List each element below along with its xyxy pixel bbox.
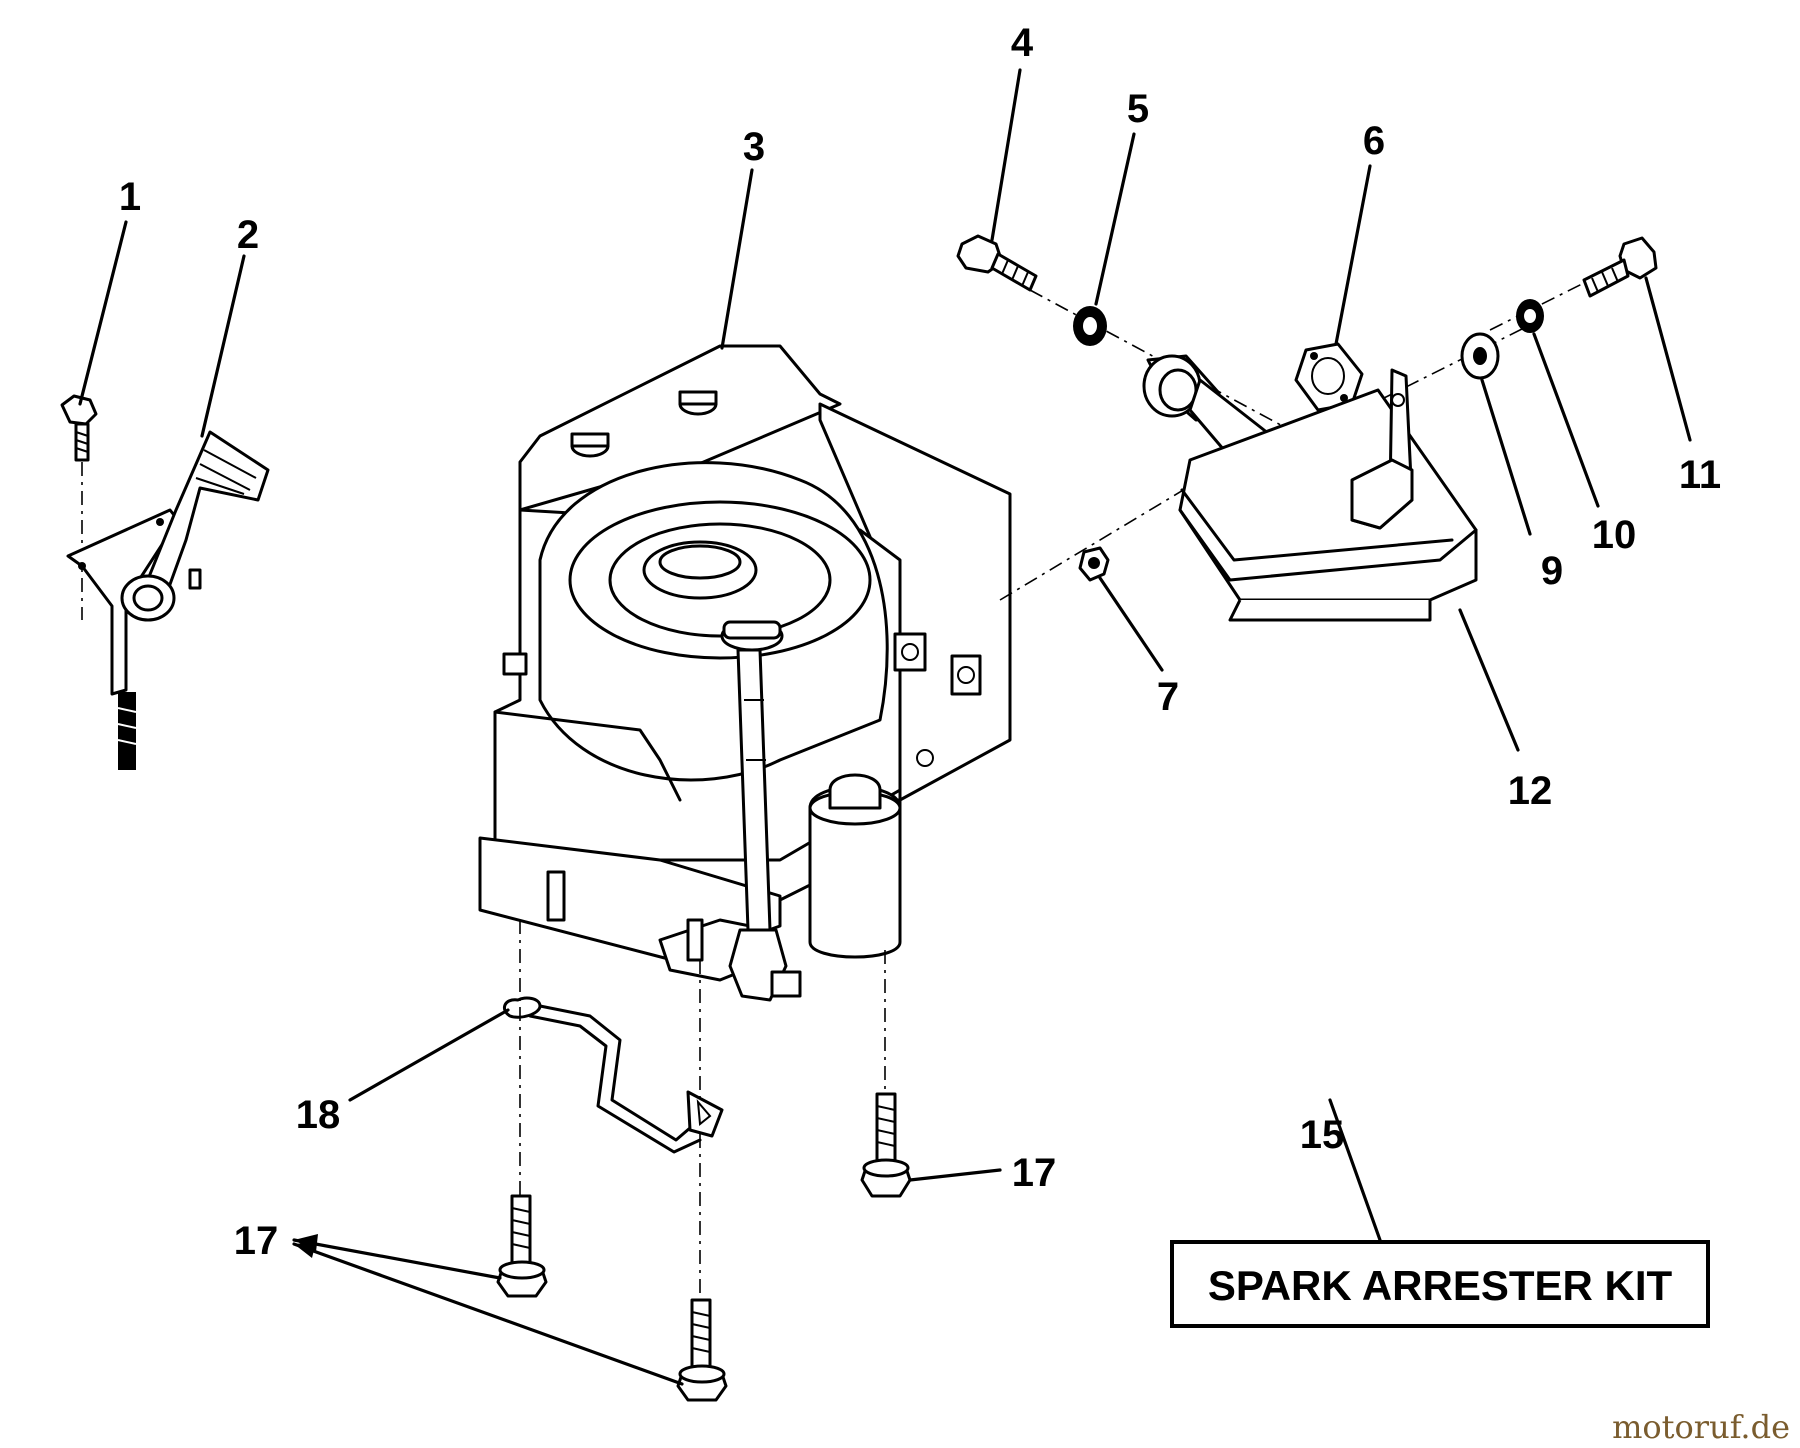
bolt-17-left-lower xyxy=(676,1298,728,1402)
wire-guide-18 xyxy=(502,996,724,1154)
lock-washer-10 xyxy=(1516,299,1544,333)
callout-3: 3 xyxy=(743,125,765,169)
throttle-control-2 xyxy=(66,430,270,770)
callout-12: 12 xyxy=(1508,769,1553,813)
callout-9: 9 xyxy=(1541,549,1563,593)
callout-10: 10 xyxy=(1592,513,1637,557)
callout-4: 4 xyxy=(1011,21,1034,65)
callout-11: 11 xyxy=(1679,453,1721,497)
muffler-12 xyxy=(1178,368,1478,622)
engine-3 xyxy=(478,344,1012,1002)
lock-washer-5 xyxy=(1073,306,1107,346)
bolt-11 xyxy=(1582,236,1658,298)
callout-18: 18 xyxy=(296,1093,341,1137)
callout-6: 6 xyxy=(1363,119,1385,163)
nut-7 xyxy=(1078,546,1110,582)
spark-arrester-kit-box: SPARK ARRESTER KIT xyxy=(1170,1240,1710,1328)
spark-arrester-kit-label: SPARK ARRESTER KIT xyxy=(1208,1262,1673,1309)
callout-2: 2 xyxy=(237,213,259,257)
callout-15: 15 xyxy=(1300,1113,1345,1157)
watermark: motoruf.de xyxy=(1612,1408,1790,1446)
bolt-1 xyxy=(60,394,98,462)
bolt-17-left-upper xyxy=(496,1194,548,1298)
callout-7: 7 xyxy=(1157,675,1179,719)
washer-9 xyxy=(1460,332,1500,380)
callout-17-right: 17 xyxy=(1012,1151,1057,1195)
bolt-4 xyxy=(956,234,1038,292)
gasket-6 xyxy=(1294,342,1364,412)
bolt-17-right xyxy=(860,1092,912,1198)
watermark-suffix: .de xyxy=(1740,1408,1790,1446)
watermark-text: motoruf xyxy=(1612,1408,1744,1446)
callout-1: 1 xyxy=(119,175,141,219)
callout-17-left: 17 xyxy=(234,1219,279,1263)
callout-5: 5 xyxy=(1127,87,1149,131)
